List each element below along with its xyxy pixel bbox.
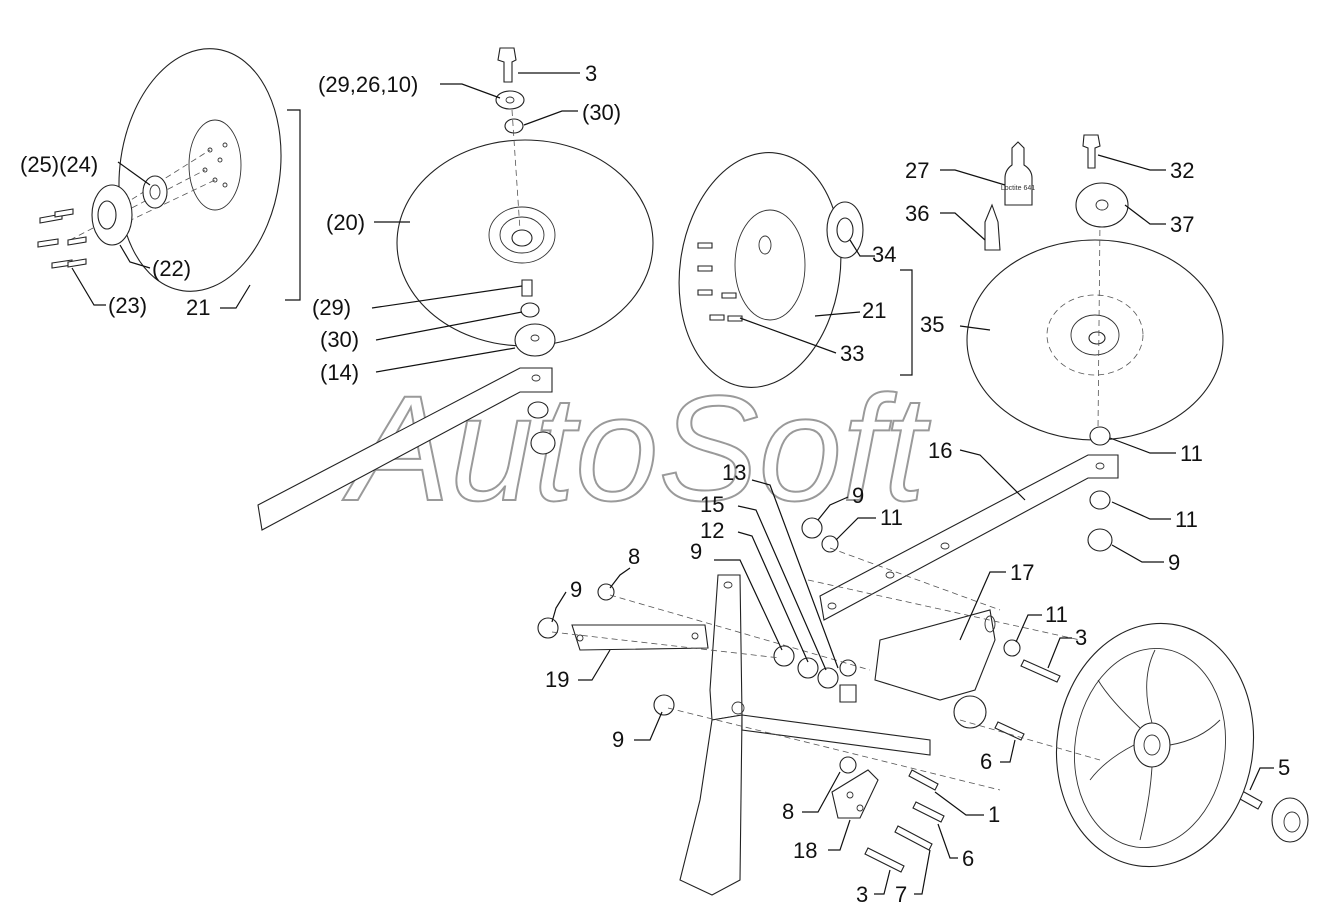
callout-label: 11: [1175, 507, 1198, 532]
callout-label: (25)(24): [20, 152, 98, 177]
plate-18: [831, 769, 879, 819]
right-beam: [819, 426, 1119, 621]
callout-label: 15: [700, 492, 724, 517]
wheel: [1055, 622, 1255, 868]
bracket-17: [874, 609, 996, 729]
callout-label: 8: [628, 544, 640, 569]
callout-label: 11: [880, 505, 903, 530]
right-disc: [966, 219, 1224, 441]
callout-label: 16: [928, 438, 952, 463]
callout-label: 18: [793, 838, 817, 863]
cross-bar: [741, 714, 931, 756]
callout-label: 11: [1045, 602, 1068, 627]
callout-label: 9: [570, 577, 582, 602]
callout-label: (29): [312, 295, 351, 320]
callout-label: 9: [1168, 550, 1180, 575]
loctite-bottle: Loctite 641: [1001, 141, 1035, 206]
bracket-19: [571, 624, 709, 651]
callout-label: 32: [1170, 158, 1194, 183]
callout-label: 9: [612, 727, 624, 752]
right-middle-bolts: [697, 242, 743, 322]
callout-label: 34: [872, 242, 896, 267]
callout-label: 37: [1170, 212, 1194, 237]
callout-label: (29,26,10): [318, 72, 418, 97]
bottle-label: Loctite 641: [1001, 185, 1035, 192]
right-top-parts: [1075, 134, 1129, 228]
callout-label: 12: [700, 518, 724, 543]
callout-label: 6: [962, 846, 974, 871]
callout-label: (22): [152, 256, 191, 281]
callout-label: 13: [722, 460, 746, 485]
callout-label: 6: [980, 749, 992, 774]
callout-label: 33: [840, 341, 864, 366]
callout-label: (20): [326, 210, 365, 235]
callout-label: 17: [1010, 560, 1034, 585]
callout-label: 1: [988, 802, 1000, 827]
small-bottle: [984, 203, 1001, 251]
vertical-frame: [679, 574, 745, 896]
watermark: AutoSoft: [342, 364, 931, 532]
callout-label: 5: [1278, 755, 1290, 780]
callout-label: 3: [856, 882, 868, 907]
callout-label: 36: [905, 201, 929, 226]
callout-label: 27: [905, 158, 929, 183]
left-disc: [69, 48, 282, 292]
callout-label: 19: [545, 667, 569, 692]
callout-label: 8: [782, 799, 794, 824]
bracket-35: [900, 269, 913, 376]
bracket-20: [285, 109, 301, 301]
left-hub: [91, 175, 168, 246]
callout-label: (30): [582, 100, 621, 125]
callout-label: 3: [585, 61, 597, 86]
callout-label: (14): [320, 360, 359, 385]
dash-lines-lower: [551, 547, 1101, 791]
wheel-nut: [1271, 797, 1309, 843]
callout-label: 9: [690, 539, 702, 564]
callout-label: (23): [108, 293, 147, 318]
callout-labels: (25)(24) (23) (22) 21 (20) (29,26,10) 3 …: [20, 61, 1290, 907]
callout-label: 3: [1075, 625, 1087, 650]
callout-label: (30): [320, 327, 359, 352]
callout-label: 11: [1180, 441, 1203, 466]
callout-label: 21: [862, 298, 886, 323]
left-bolts: [37, 208, 87, 269]
callout-label: 35: [920, 312, 944, 337]
right-middle-disc: [678, 152, 864, 388]
left-beam: [257, 367, 553, 531]
center-top-bolt: [495, 47, 525, 231]
callout-label: 21: [186, 295, 210, 320]
callout-label: 7: [895, 882, 907, 907]
callout-label: 9: [852, 483, 864, 508]
center-bottom-stack: [514, 279, 556, 455]
